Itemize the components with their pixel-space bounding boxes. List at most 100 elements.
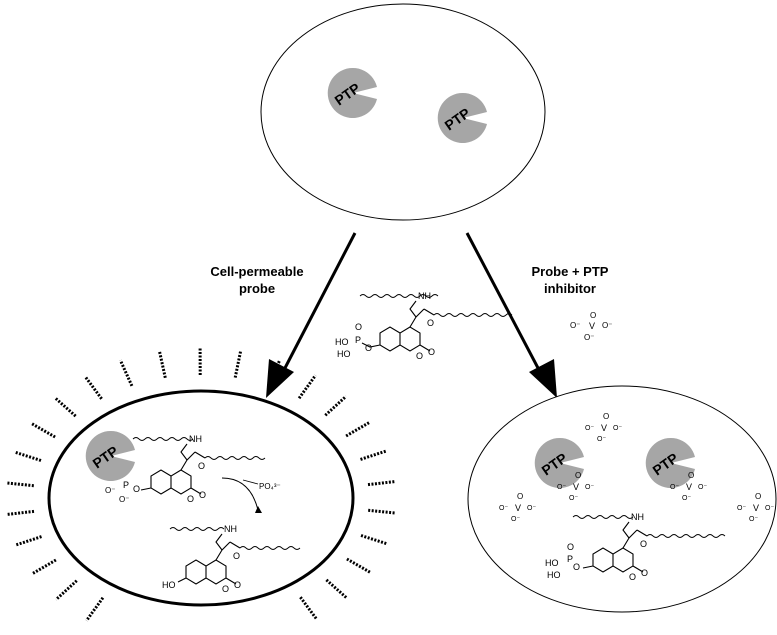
svg-text:O: O — [233, 551, 240, 561]
arrow-right — [465, 232, 557, 398]
svg-text:V: V — [753, 503, 759, 513]
svg-text:O: O — [416, 351, 423, 361]
pacman-shape — [85, 431, 135, 481]
svg-text:O: O — [187, 494, 194, 504]
svg-text:V: V — [601, 423, 607, 433]
pacman-shape — [645, 438, 695, 488]
svg-text:O⁻: O⁻ — [597, 436, 606, 443]
svg-text:NH: NH — [224, 524, 237, 534]
fluorescence-ray — [13, 450, 42, 462]
ptp-enzyme: PTP — [85, 431, 135, 481]
left-cell: PTP NH O O O O P O⁻ O⁻ PO₄³⁻ NH O — [5, 346, 397, 622]
fluorescence-ray — [6, 509, 35, 516]
unbound-probe: NH O O O O P O HO HO — [545, 512, 726, 582]
fluorescence-rays — [5, 346, 397, 622]
svg-text:P: P — [567, 554, 573, 564]
fluorescence-ray — [299, 596, 319, 621]
top-cell-membrane — [260, 3, 546, 221]
svg-text:O⁻: O⁻ — [569, 495, 578, 502]
svg-text:O⁻: O⁻ — [119, 495, 129, 504]
phosphate-label: PO₄³⁻ — [259, 482, 281, 491]
svg-text:O⁻: O⁻ — [511, 516, 520, 523]
product-molecule: NH O O O HO — [162, 524, 301, 594]
top-cell: PTP PTP — [260, 3, 546, 221]
fluorescence-ray — [119, 359, 134, 387]
right-arrow-label-line2: inhibitor — [544, 281, 596, 296]
svg-text:O: O — [199, 490, 206, 500]
svg-text:O⁻: O⁻ — [585, 425, 594, 432]
svg-text:O: O — [575, 471, 581, 480]
svg-text:O⁻: O⁻ — [682, 495, 691, 502]
svg-text:O⁻: O⁻ — [698, 484, 707, 491]
svg-text:HO: HO — [335, 337, 349, 347]
svg-text:O: O — [755, 492, 761, 501]
svg-text:V: V — [573, 482, 579, 492]
svg-text:HO: HO — [545, 558, 559, 568]
svg-text:O: O — [641, 568, 648, 578]
probe-molecule: NH O O O O P O HO HO — [335, 291, 513, 361]
reaction-arrow — [221, 477, 259, 511]
ptp-enzyme: PTP — [327, 68, 377, 118]
svg-text:O: O — [428, 347, 435, 357]
svg-text:O⁻: O⁻ — [737, 505, 746, 512]
fluorescence-ray — [345, 420, 372, 438]
svg-text:O⁻: O⁻ — [602, 321, 612, 330]
svg-text:V: V — [589, 321, 595, 331]
svg-text:O: O — [629, 572, 636, 582]
ptp-enzyme: PTP — [534, 438, 584, 488]
svg-text:O⁻: O⁻ — [584, 333, 594, 342]
pacman-shape — [534, 438, 584, 488]
fluorescence-ray — [368, 508, 397, 515]
fluorescence-ray — [367, 480, 396, 487]
svg-text:O: O — [640, 539, 647, 549]
fluorescence-ray — [360, 449, 388, 461]
fluorescence-ray — [14, 535, 42, 547]
fluorescence-ray — [83, 375, 103, 400]
fluorescence-ray — [5, 481, 34, 488]
vanadate-molecule: O O⁻ V O⁻ O⁻ — [570, 311, 612, 342]
fluorescence-ray — [53, 396, 77, 418]
left-arrow-label-line1: Cell-permeable — [210, 264, 303, 279]
pacman-shape — [327, 68, 377, 118]
svg-text:O⁻: O⁻ — [499, 505, 508, 512]
svg-text:V: V — [515, 503, 521, 513]
fluorescence-ray — [54, 579, 78, 601]
svg-text:O: O — [234, 580, 241, 590]
svg-text:O: O — [355, 322, 362, 332]
pacman-shape — [437, 93, 487, 143]
svg-text:V: V — [686, 482, 692, 492]
svg-text:HO: HO — [547, 570, 561, 580]
fluorescence-ray — [233, 349, 243, 378]
right-cell-membrane — [467, 385, 777, 613]
svg-text:O: O — [590, 311, 596, 320]
ptp-enzyme: PTP — [437, 93, 487, 143]
nh-label: NH — [418, 291, 431, 301]
fluorescence-ray — [324, 395, 348, 417]
right-arrow-label-line1: Probe + PTP — [532, 264, 609, 279]
ptp-enzyme: PTP — [645, 438, 695, 488]
arrow-left — [266, 232, 357, 398]
svg-text:O: O — [688, 471, 694, 480]
svg-text:O: O — [198, 461, 205, 471]
svg-text:O: O — [222, 584, 229, 594]
svg-text:O⁻: O⁻ — [105, 486, 115, 495]
svg-text:O⁻: O⁻ — [527, 505, 536, 512]
bound-probe: NH O O O O P O⁻ O⁻ — [105, 434, 266, 504]
coumarin-ring — [379, 326, 421, 352]
svg-text:O: O — [567, 542, 574, 552]
fluorescence-ray — [157, 350, 167, 379]
fluorescence-ray — [85, 596, 105, 622]
fluorescence-ray — [360, 534, 389, 546]
fluorescence-ray — [30, 421, 56, 439]
svg-text:O⁻: O⁻ — [670, 484, 679, 491]
fluorescence-ray — [30, 558, 57, 576]
fluorescence-ray — [267, 359, 282, 387]
svg-text:O⁻: O⁻ — [557, 484, 566, 491]
